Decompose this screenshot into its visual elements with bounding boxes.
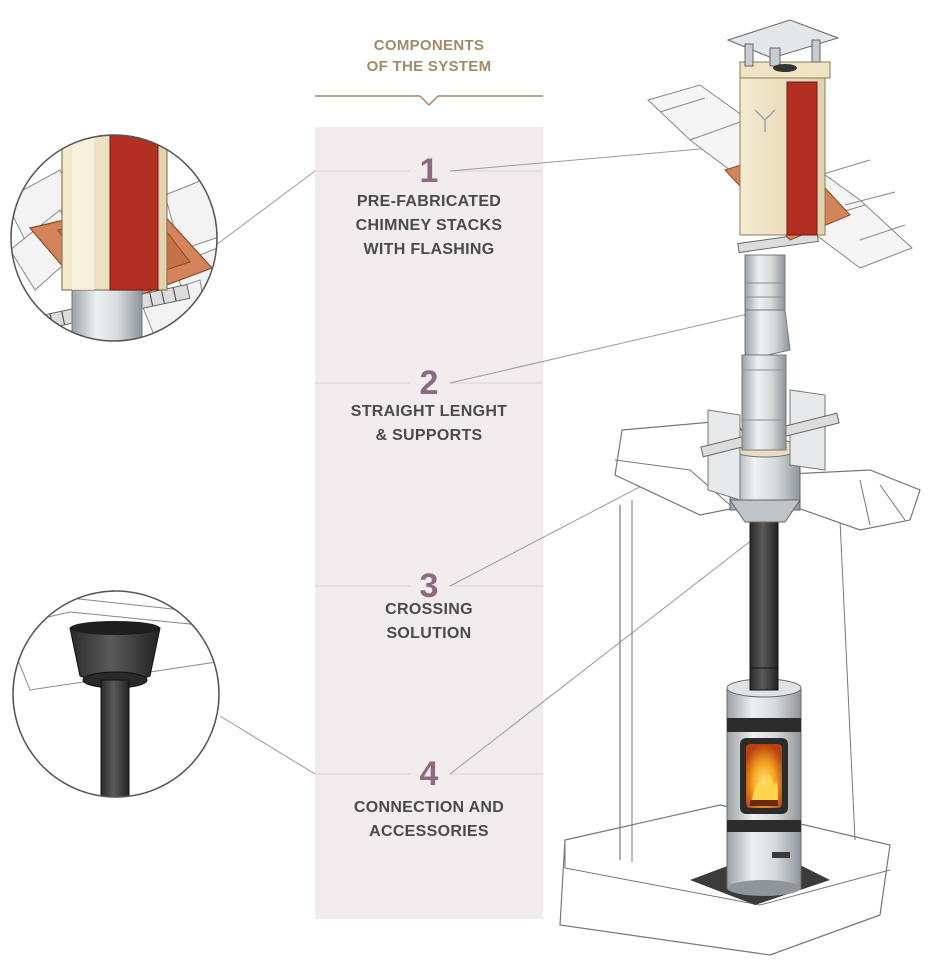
component-label-4-line-2: ACCESSORIES	[369, 823, 489, 840]
component-label-4: CONNECTION AND ACCESSORIES	[315, 796, 543, 844]
components-panel	[315, 127, 543, 919]
component-label-2-line-1: STRAIGHT LENGHT	[350, 403, 508, 420]
component-number-4: 4	[419, 755, 439, 793]
number-separators	[315, 170, 543, 775]
component-label-1-line-3: WITH FLASHING	[363, 241, 495, 258]
title-line-1: COMPONENTS	[373, 37, 485, 54]
title-line-2: OF THE SYSTEM	[366, 58, 492, 75]
stove-connector-detail-icon	[12, 590, 220, 798]
component-number-2: 2	[419, 364, 439, 402]
component-number-1: 1	[419, 152, 439, 190]
title-underline	[315, 95, 543, 107]
component-label-1: PRE-FABRICATED CHIMNEY STACKS WITH FLASH…	[315, 190, 543, 262]
diagram-title: COMPONENTS OF THE SYSTEM	[315, 35, 543, 77]
chimney-cap-icon	[647, 19, 913, 451]
component-number-3: 3	[419, 567, 439, 605]
component-label-3: CROSSING SOLUTION	[315, 598, 543, 646]
component-label-4-line-1: CONNECTION AND	[353, 799, 505, 816]
component-label-3-line-1: CROSSING	[385, 601, 473, 618]
component-label-2: STRAIGHT LENGHT & SUPPORTS	[315, 400, 543, 448]
component-label-1-line-1: PRE-FABRICATED	[356, 193, 502, 210]
component-label-2-line-2: & SUPPORTS	[375, 427, 483, 444]
component-label-1-line-2: CHIMNEY STACKS	[355, 217, 503, 234]
component-label-3-line-2: SOLUTION	[386, 625, 472, 642]
chimney-stack-detail-icon	[10, 134, 218, 342]
stove-icon	[559, 500, 891, 956]
